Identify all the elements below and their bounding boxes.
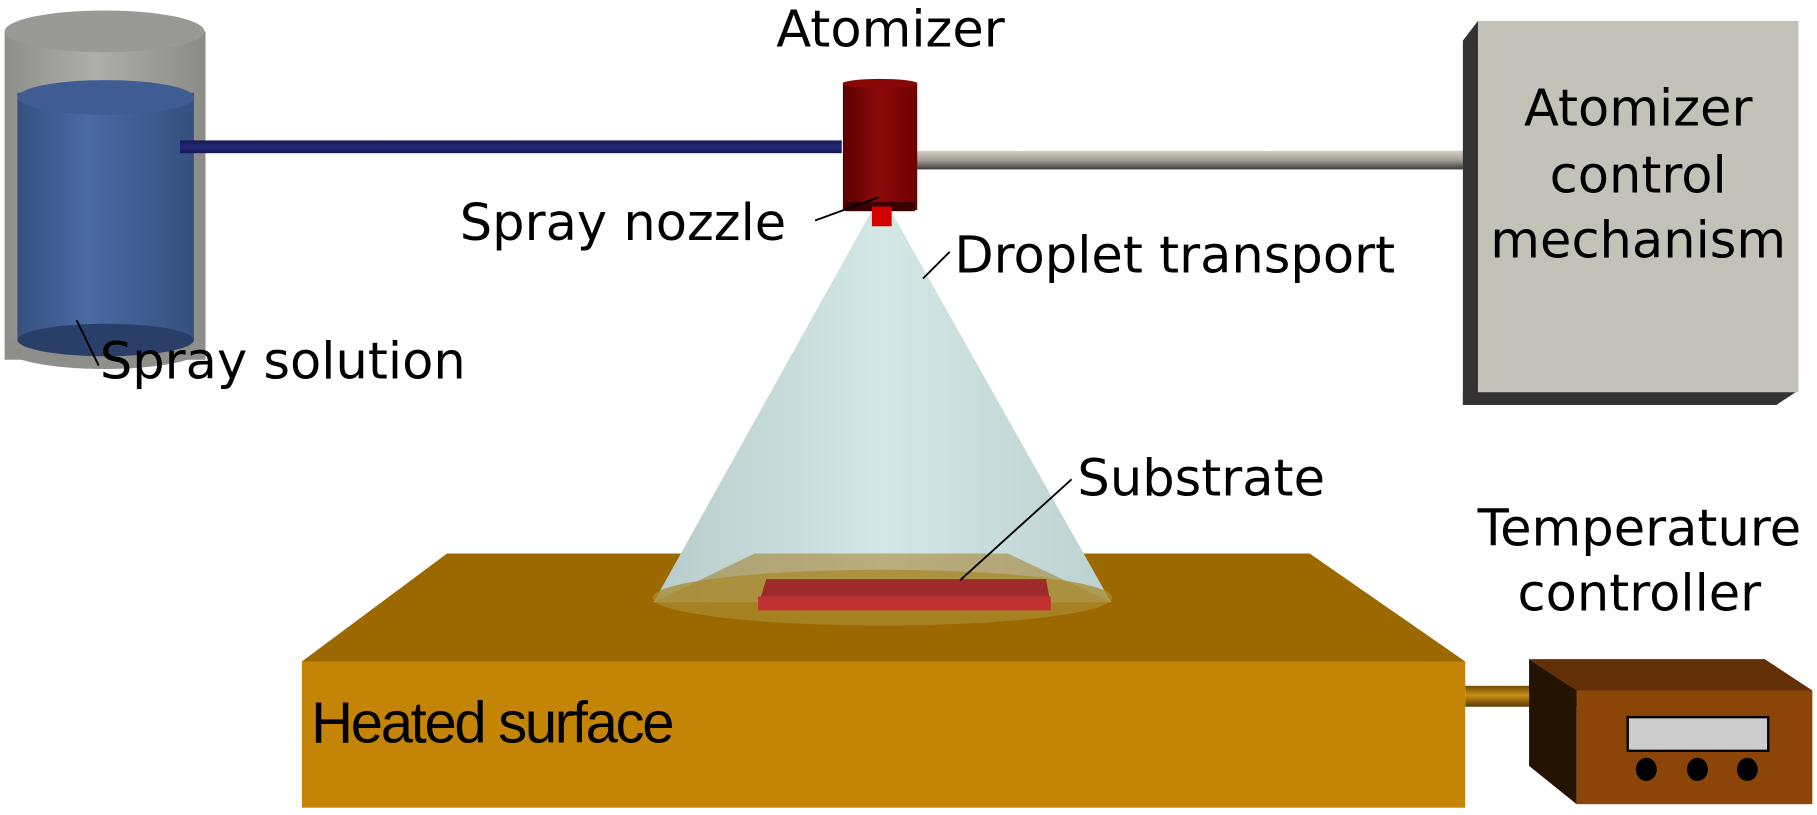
leader-substrate — [959, 478, 1073, 581]
temp-display — [1626, 716, 1770, 752]
control-box-bottom-shadow — [1462, 391, 1798, 405]
spray-nozzle — [871, 206, 892, 227]
label-temperature-controller-line1: Temperature — [1477, 499, 1802, 558]
label-spray-solution: Spray solution — [100, 332, 466, 391]
leader-spray-solution — [75, 319, 100, 366]
label-substrate: Substrate — [1077, 450, 1325, 509]
temp-box-top — [1529, 659, 1813, 691]
label-spray-nozzle: Spray nozzle — [460, 194, 786, 253]
atomizer-control-box: Atomizer control mechanism — [1462, 20, 1799, 406]
spray-solution-tank — [4, 10, 206, 370]
control-box-side-shadow — [1462, 20, 1478, 406]
control-rod — [914, 150, 1470, 170]
atomizer-top — [842, 78, 918, 89]
substrate-front — [758, 596, 1051, 611]
hotplate-front — [301, 661, 1466, 808]
tank-liquid-surface — [17, 80, 194, 115]
tank-liquid — [17, 92, 194, 341]
temp-box-side — [1529, 659, 1577, 805]
temp-knob-3 — [1736, 757, 1758, 781]
substrate — [758, 579, 1051, 611]
label-heated-surface: Heated surface — [311, 691, 672, 756]
leader-droplet-transport — [922, 251, 951, 280]
label-atomizer: Atomizer — [776, 0, 1004, 59]
label-atomizer-control-line1: Atomizer — [1524, 79, 1752, 138]
temp-knob-1 — [1635, 757, 1657, 781]
atomizer — [842, 78, 918, 227]
temperature-controller — [1529, 659, 1813, 805]
label-temperature-controller-line2: controller — [1518, 564, 1762, 623]
label-atomizer-control-line3: mechanism — [1490, 212, 1786, 271]
atomizer-body — [842, 82, 918, 211]
leader-spray-nozzle — [814, 196, 880, 222]
temp-knob-2 — [1686, 757, 1708, 781]
control-box-face — [1477, 20, 1799, 393]
feed-line — [179, 140, 842, 154]
label-atomizer-control-line2: control — [1550, 147, 1727, 206]
tank-liquid-bottom — [17, 323, 194, 357]
label-droplet-transport: Droplet transport — [954, 227, 1395, 286]
spray-cone-body — [653, 193, 1112, 603]
tank-glass-top — [4, 10, 205, 53]
